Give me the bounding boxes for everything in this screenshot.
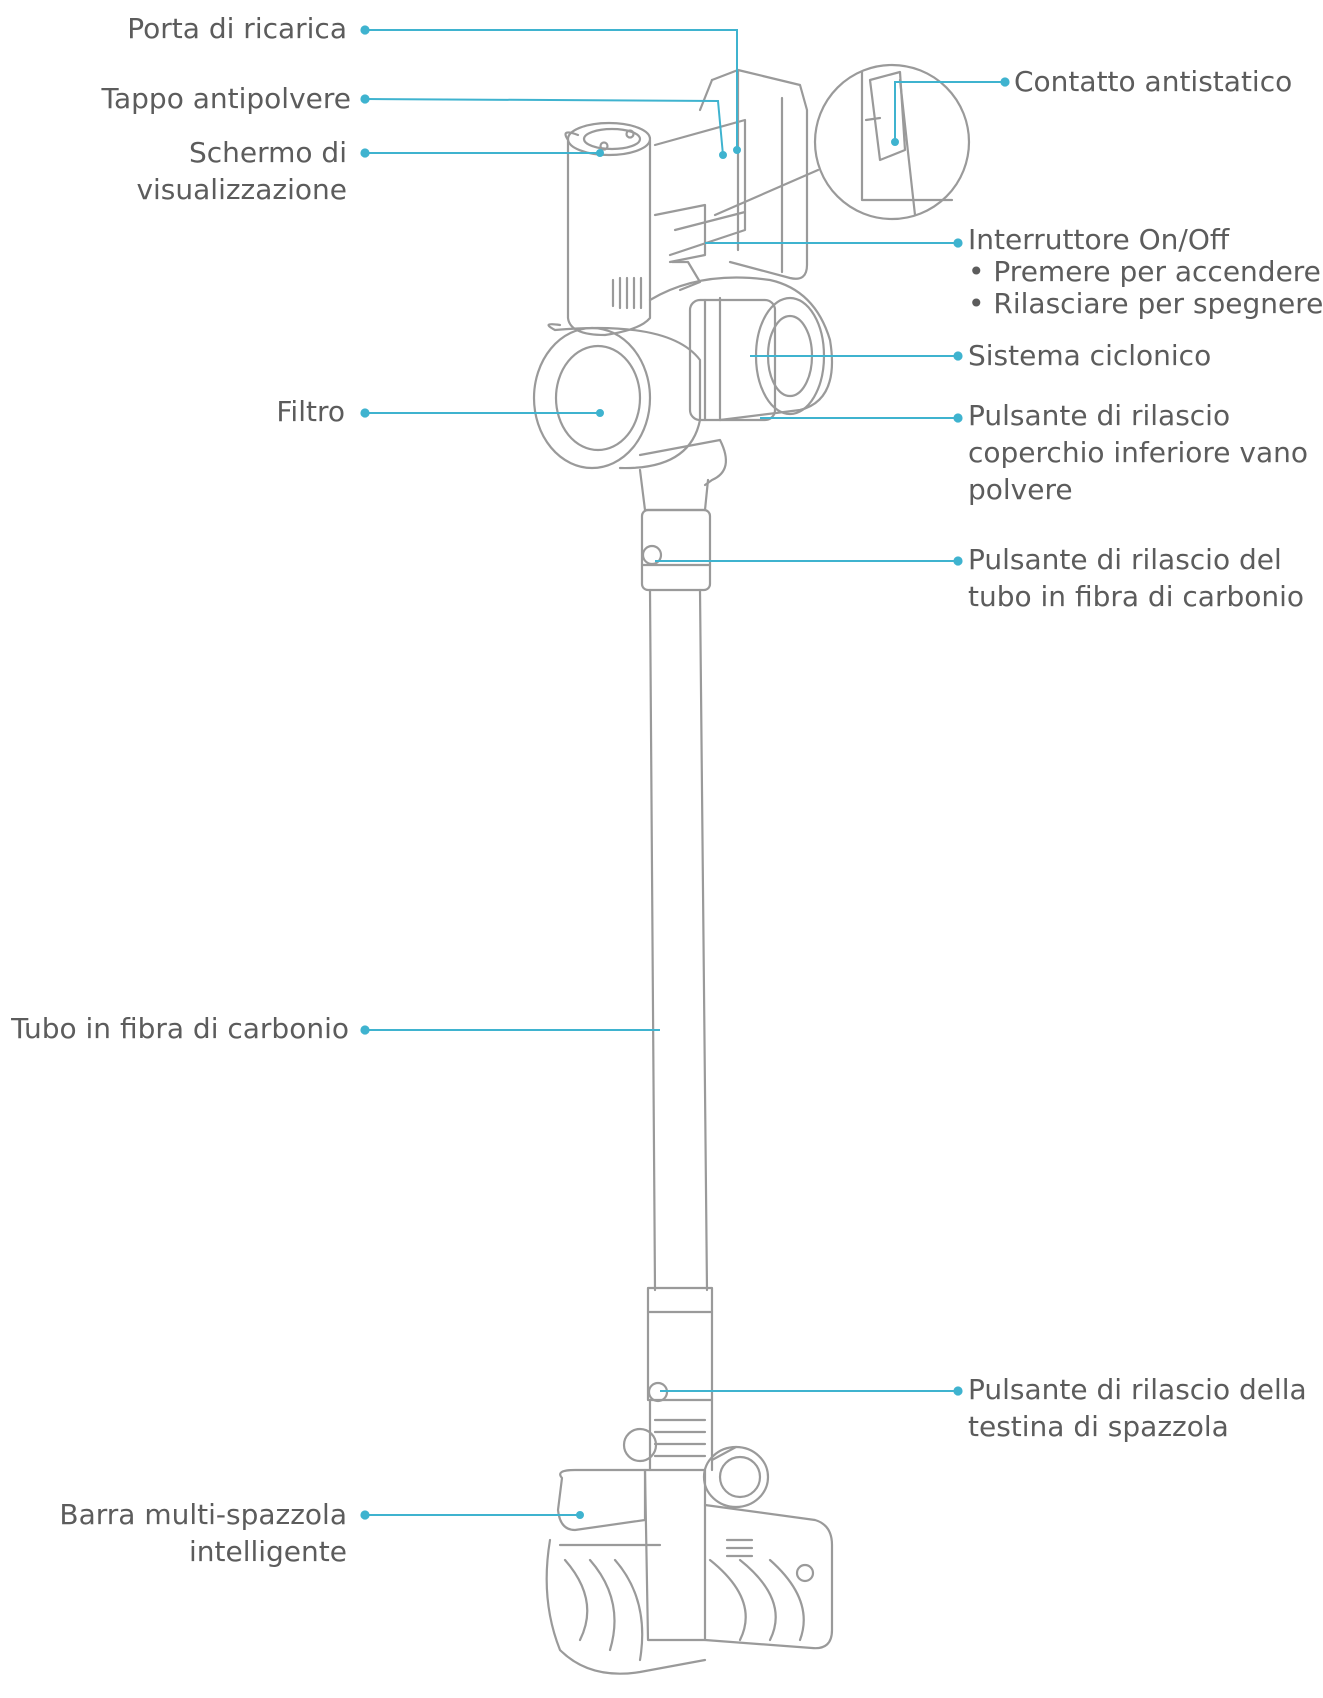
label-interruttore: Interruttore On/Off • Premere per accend…: [968, 224, 1323, 320]
label-rilascio-coperchio-line3: polvere: [968, 473, 1073, 506]
label-contatto-antistatico: Contatto antistatico: [1014, 65, 1293, 98]
label-rilascio-testina: Pulsante di rilascio della testina di sp…: [968, 1371, 1307, 1445]
label-rilascio-testina-line1: Pulsante di rilascio della: [968, 1373, 1307, 1406]
label-schermo-line1: Schermo di: [188, 136, 347, 169]
label-barra-multi-spazzola: Barra multi-spazzola intelligente: [59, 1496, 347, 1570]
label-barra-line2: intelligente: [188, 1535, 347, 1568]
label-interruttore-bullet-2: • Rilasciare per spegnere: [968, 287, 1323, 320]
label-interruttore-bullet-1: • Premere per accendere: [968, 255, 1321, 288]
label-rilascio-tubo-line2: tubo in fibra di carbonio: [968, 580, 1305, 613]
label-rilascio-tubo: Pulsante di rilascio del tubo in fibra d…: [968, 541, 1304, 615]
leader-lines-right: [655, 77, 1010, 1396]
label-tappo-antipolvere: Tappo antipolvere: [101, 82, 351, 115]
vacuum-outline: [532, 63, 971, 1675]
label-sistema-ciclonico: Sistema ciclonico: [968, 339, 1212, 372]
label-barra-line1: Barra multi-spazzola: [59, 1498, 347, 1531]
label-rilascio-coperchio-line2: coperchio inferiore vano: [968, 436, 1309, 469]
label-rilascio-coperchio: Pulsante di rilascio coperchio inferiore…: [968, 397, 1308, 508]
label-tubo-carbonio: Tubo in fibra di carbonio: [11, 1012, 349, 1045]
label-rilascio-tubo-line1: Pulsante di rilascio del: [968, 543, 1282, 576]
label-porta-ricarica: Porta di ricarica: [127, 12, 347, 45]
label-filtro: Filtro: [276, 395, 345, 428]
label-schermo-line2: visualizzazione: [136, 173, 347, 206]
label-schermo-visualizzazione: Schermo di visualizzazione: [136, 134, 347, 208]
leader-lines-left: [360, 25, 741, 1520]
label-rilascio-coperchio-line1: Pulsante di rilascio: [968, 399, 1231, 432]
label-interruttore-title: Interruttore On/Off: [968, 223, 1230, 256]
label-rilascio-testina-line2: testina di spazzola: [968, 1410, 1229, 1443]
